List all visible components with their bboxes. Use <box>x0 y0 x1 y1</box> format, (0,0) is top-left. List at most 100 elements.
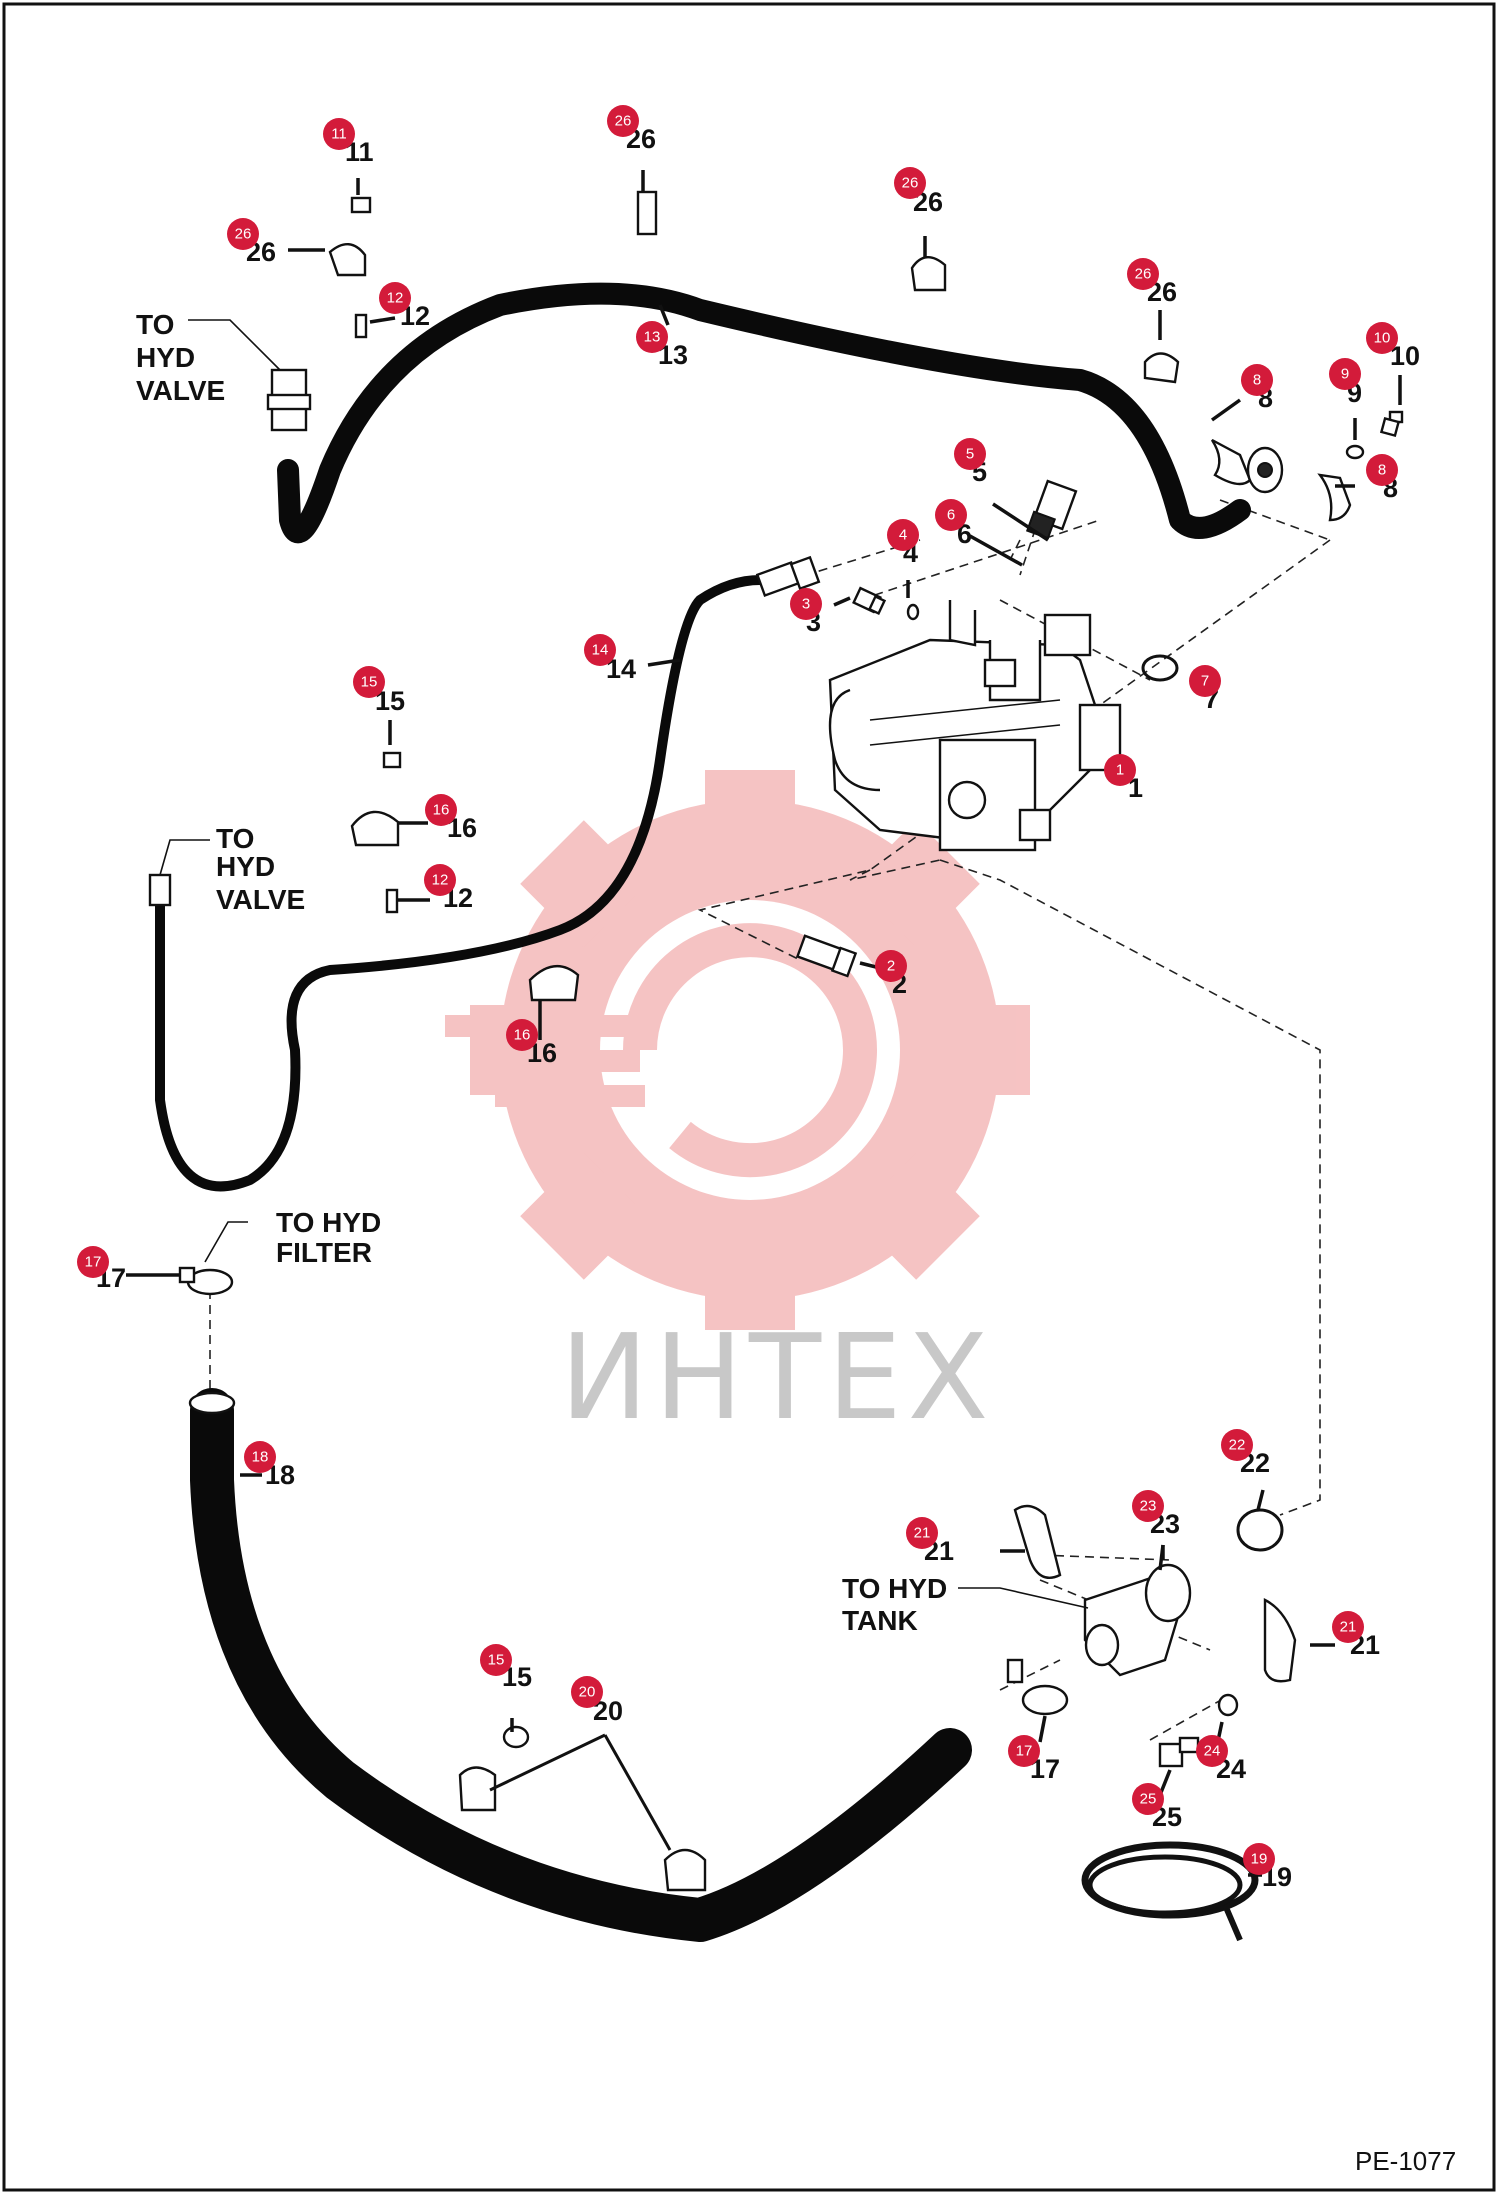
callout-badge[interactable] <box>1132 1783 1164 1815</box>
callout-badge-label: 16 <box>514 1027 531 1044</box>
part-12-screw-top <box>354 313 368 339</box>
part-26-clamp-d <box>1143 352 1180 384</box>
callout-badge[interactable] <box>584 634 616 666</box>
callout-badge[interactable] <box>1366 322 1398 354</box>
part-25-bolt <box>1158 1736 1200 1768</box>
svg-text:TANK: TANK <box>842 1605 918 1636</box>
callout-badge[interactable] <box>875 950 907 982</box>
callout-badge[interactable] <box>894 167 926 199</box>
fitting-14-end <box>148 555 821 907</box>
callout-8b: 88 <box>1366 454 1398 503</box>
callout-badge[interactable] <box>506 1019 538 1051</box>
callout-badge-label: 12 <box>387 290 404 307</box>
callout-badge-label: 22 <box>1229 1437 1246 1454</box>
callout-badge[interactable] <box>1366 454 1398 486</box>
callout-badge[interactable] <box>1132 1490 1164 1522</box>
callout-9: 99 <box>1329 358 1362 408</box>
callout-badge-label: 20 <box>579 1684 596 1701</box>
flange-ring-hole <box>1257 462 1273 478</box>
callout-badge-label: 12 <box>432 872 449 889</box>
callout-2: 22 <box>875 950 907 999</box>
part-20-clamps <box>458 1733 707 1892</box>
svg-text:TO HYD: TO HYD <box>842 1573 947 1604</box>
callout-badge[interactable] <box>1332 1611 1364 1643</box>
callout-badge[interactable] <box>636 321 668 353</box>
callout-badge-label: 26 <box>615 113 632 130</box>
watermark-gear-logo <box>445 770 1030 1330</box>
callout-badge[interactable] <box>353 666 385 698</box>
callout-badge[interactable] <box>77 1246 109 1278</box>
watermark-text: ИНТЕХ <box>560 1308 994 1446</box>
callout-badge-label: 6 <box>947 507 955 524</box>
part-26-spacer <box>636 190 658 236</box>
callout-badge-label: 26 <box>902 175 919 192</box>
part-17-clamp-top <box>178 1266 234 1296</box>
callout-badge[interactable] <box>887 519 919 551</box>
callout-badge[interactable] <box>790 588 822 620</box>
callout-badge[interactable] <box>244 1441 276 1473</box>
callout-badge[interactable] <box>1221 1429 1253 1461</box>
callout-badge-label: 16 <box>433 802 450 819</box>
callout-badge[interactable] <box>1241 364 1273 396</box>
callout-badge-label: 15 <box>488 1652 505 1669</box>
callout-badge-label: 8 <box>1253 372 1261 389</box>
callout-badge-label: 26 <box>1135 266 1152 283</box>
callout-3: 33 <box>790 588 822 637</box>
hose-14 <box>155 575 765 1192</box>
svg-text:HYD: HYD <box>136 342 195 373</box>
callout-badge-label: 10 <box>1374 330 1391 347</box>
part-16-clamp-low <box>528 965 580 1002</box>
callout-badge[interactable] <box>379 282 411 314</box>
callout-8a: 88 <box>1241 364 1273 413</box>
part-7-oring <box>1141 654 1179 682</box>
callout-badge-label: 17 <box>1016 1743 1033 1760</box>
callout-badge[interactable] <box>954 438 986 470</box>
part-12-screw-mid <box>385 888 399 914</box>
svg-text:TO HYD: TO HYD <box>276 1207 381 1238</box>
callouts: 1122334455667788889910101111121212121313… <box>77 105 1420 1892</box>
callout-badge[interactable] <box>323 118 355 150</box>
callout-badge[interactable] <box>424 864 456 896</box>
part-11-nut <box>350 196 372 214</box>
callout-badge-label: 21 <box>1340 1619 1357 1636</box>
callout-6: 66 <box>935 499 972 549</box>
note-leader-valve-mid <box>159 839 210 876</box>
callout-5: 55 <box>954 438 987 487</box>
part-2-plug <box>795 934 858 978</box>
part-3-fitting <box>852 586 887 616</box>
callout-badge[interactable] <box>425 794 457 826</box>
callout-badge[interactable] <box>607 105 639 137</box>
callout-7: 77 <box>1189 665 1221 714</box>
callout-badge[interactable] <box>935 499 967 531</box>
svg-text:FILTER: FILTER <box>276 1237 372 1268</box>
callout-badge[interactable] <box>1104 754 1136 786</box>
callout-badge[interactable] <box>480 1644 512 1676</box>
callout-badge[interactable] <box>906 1517 938 1549</box>
callout-badge[interactable] <box>227 218 259 250</box>
callout-badge[interactable] <box>1189 665 1221 697</box>
callout-badge[interactable] <box>1008 1735 1040 1767</box>
callout-badge-label: 1 <box>1116 762 1124 779</box>
callout-badge[interactable] <box>1127 258 1159 290</box>
callout-badge[interactable] <box>1196 1735 1228 1767</box>
note-to-hyd-filter: TO HYD FILTER <box>276 1207 381 1268</box>
callout-badge[interactable] <box>571 1676 603 1708</box>
callout-badge[interactable] <box>1329 358 1361 390</box>
callout-badge[interactable] <box>1243 1843 1275 1875</box>
callout-badge-label: 2 <box>887 958 895 975</box>
